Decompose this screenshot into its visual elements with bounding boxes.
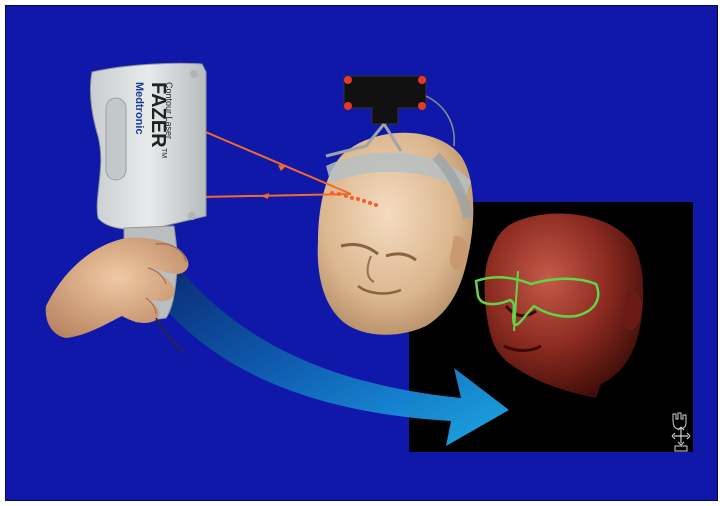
operator-hand xyxy=(46,238,189,352)
illustration: Medtronic FAZER TM Contour Laser xyxy=(6,6,717,500)
device-subtitle: Contour Laser xyxy=(164,82,174,139)
device-trademark: TM xyxy=(160,148,167,158)
device-brand: Medtronic xyxy=(133,82,145,135)
slide-canvas: Medtronic FAZER TM Contour Laser xyxy=(5,5,718,501)
